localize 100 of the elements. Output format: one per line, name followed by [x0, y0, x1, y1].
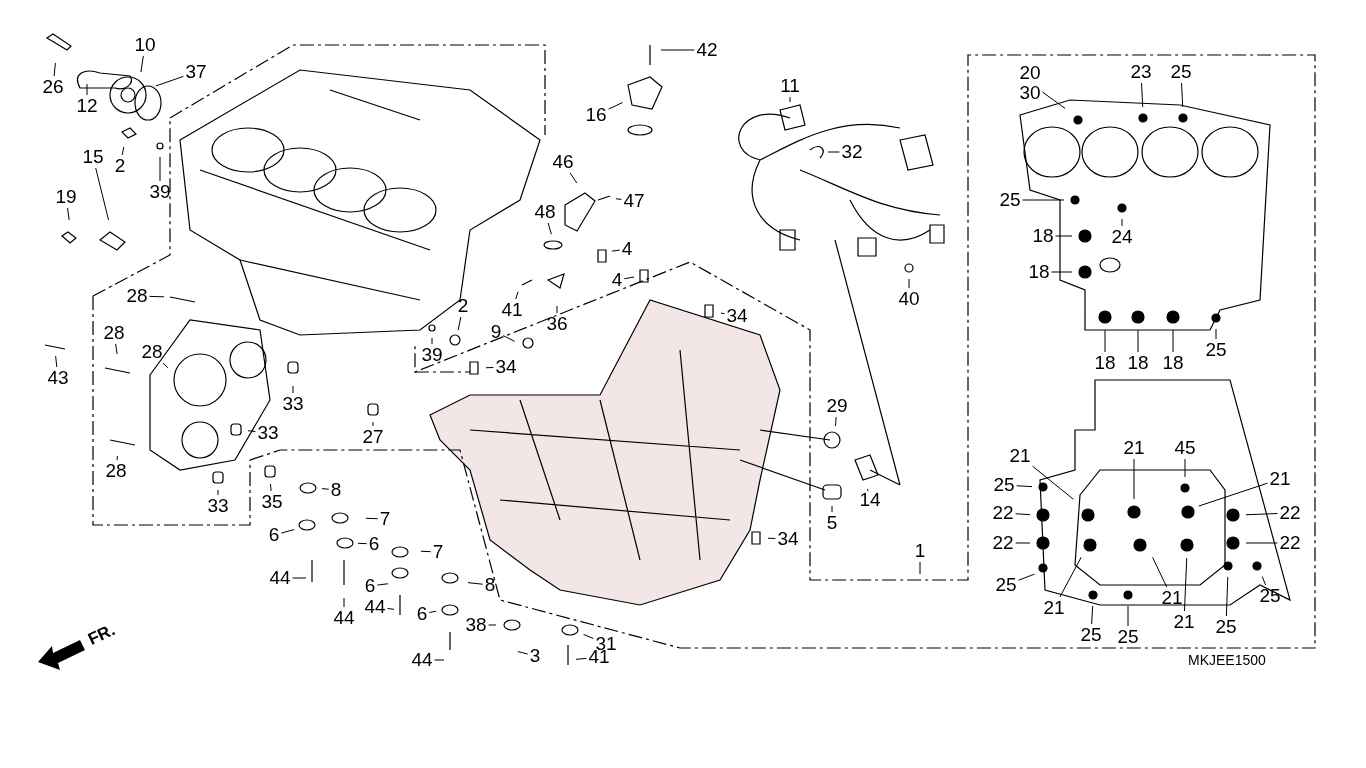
callout-number: 16: [585, 105, 607, 125]
callout-number: 36: [546, 314, 568, 334]
callout-number: 5: [826, 513, 838, 533]
callout-number: 21: [1269, 469, 1291, 489]
leader-line: [247, 430, 256, 433]
leader-line: [547, 222, 552, 235]
leader-line: [1022, 199, 1065, 201]
leader-line: [55, 355, 58, 368]
callout-number: 12: [76, 96, 98, 116]
callout-number: 47: [623, 191, 645, 211]
callout-number: 45: [1174, 438, 1196, 458]
callout-number: 29: [826, 396, 848, 416]
callout-number: 22: [1279, 533, 1301, 553]
leader-line: [1133, 458, 1135, 500]
leader-line: [1137, 329, 1139, 353]
leader-line: [431, 337, 433, 345]
callout-number: 34: [495, 357, 517, 377]
callout-number: 19: [55, 187, 77, 207]
callout-number: 42: [696, 40, 718, 60]
callout-number: 23: [1130, 62, 1152, 82]
callout-number: 44: [364, 597, 386, 617]
leader-line: [1141, 82, 1144, 108]
callout-number: 25: [1170, 62, 1192, 82]
callout-number: 35: [261, 492, 283, 512]
leader-line: [1184, 458, 1186, 478]
leader-line: [467, 582, 484, 585]
callout-number: 10: [134, 35, 156, 55]
callout-number: 44: [269, 568, 291, 588]
leader-line: [720, 312, 725, 315]
callout-number: 22: [1279, 503, 1301, 523]
leader-line: [149, 295, 165, 298]
leader-line: [115, 343, 118, 355]
leader-line: [1042, 91, 1066, 109]
callout-number: 43: [47, 368, 69, 388]
callout-number: 28: [105, 461, 127, 481]
leader-line: [116, 455, 118, 461]
callout-number: 21: [1173, 612, 1195, 632]
callout-number: 25: [999, 190, 1021, 210]
callout-number: 7: [432, 542, 444, 562]
callout-number: 18: [1028, 262, 1050, 282]
callout-number: 6: [368, 534, 380, 554]
leader-line: [1152, 556, 1168, 588]
leader-line: [827, 151, 840, 153]
leader-line: [1015, 513, 1031, 516]
leader-line: [556, 305, 558, 314]
leader-line: [270, 483, 272, 492]
leader-line: [53, 62, 56, 77]
leader-line: [292, 577, 307, 579]
leader-line: [623, 276, 635, 280]
callout-number: 1: [914, 541, 926, 561]
leader-line: [831, 505, 833, 513]
callout-number: 21: [1123, 438, 1145, 458]
callout-number: 7: [379, 509, 391, 529]
callout-number: 25: [993, 475, 1015, 495]
leader-line: [140, 55, 144, 73]
leader-line: [1215, 328, 1217, 340]
leader-line: [1198, 482, 1268, 507]
callout-number: 24: [1111, 227, 1133, 247]
leader-line: [357, 542, 368, 545]
leader-line: [1015, 542, 1031, 544]
callout-number: 37: [185, 62, 207, 82]
callout-number: 39: [421, 345, 443, 365]
callout-number: 18: [1127, 353, 1149, 373]
leader-line: [767, 537, 776, 539]
callout-number: 25: [1080, 625, 1102, 645]
leader-line: [515, 291, 519, 300]
leader-line: [280, 529, 295, 534]
leader-line: [1091, 605, 1094, 625]
leader-line: [376, 583, 389, 586]
leader-line: [321, 488, 330, 490]
callout-number: 21: [1009, 446, 1031, 466]
leader-line: [1016, 485, 1033, 488]
drawing-code: MKJEE1500: [1188, 652, 1266, 668]
leader-line: [420, 550, 432, 553]
callout-number: 28: [141, 342, 163, 362]
leader-line: [1181, 82, 1184, 108]
leader-line: [67, 207, 70, 221]
callout-number: 21: [1161, 588, 1183, 608]
leader-line: [1121, 218, 1123, 227]
leader-line: [1051, 271, 1073, 273]
leader-line: [1225, 576, 1229, 617]
leader-line: [485, 367, 494, 369]
callout-number: 39: [149, 182, 171, 202]
leader-line: [575, 657, 587, 660]
leader-line: [387, 608, 395, 610]
callout-number: 25: [1215, 617, 1237, 637]
callout-number: 32: [841, 142, 863, 162]
leader-line: [1245, 542, 1278, 544]
callout-number: 28: [103, 323, 125, 343]
callout-number: 33: [207, 496, 229, 516]
callout-number: 41: [501, 300, 523, 320]
leader-line: [155, 75, 184, 87]
callout-number: 9: [490, 322, 502, 342]
leader-line: [428, 610, 437, 614]
leader-line: [1172, 329, 1174, 353]
callout-number: 44: [333, 608, 355, 628]
leader-line: [569, 172, 578, 184]
callout-number: 6: [364, 576, 376, 596]
leader-line: [502, 335, 516, 342]
leader-line: [365, 517, 379, 520]
